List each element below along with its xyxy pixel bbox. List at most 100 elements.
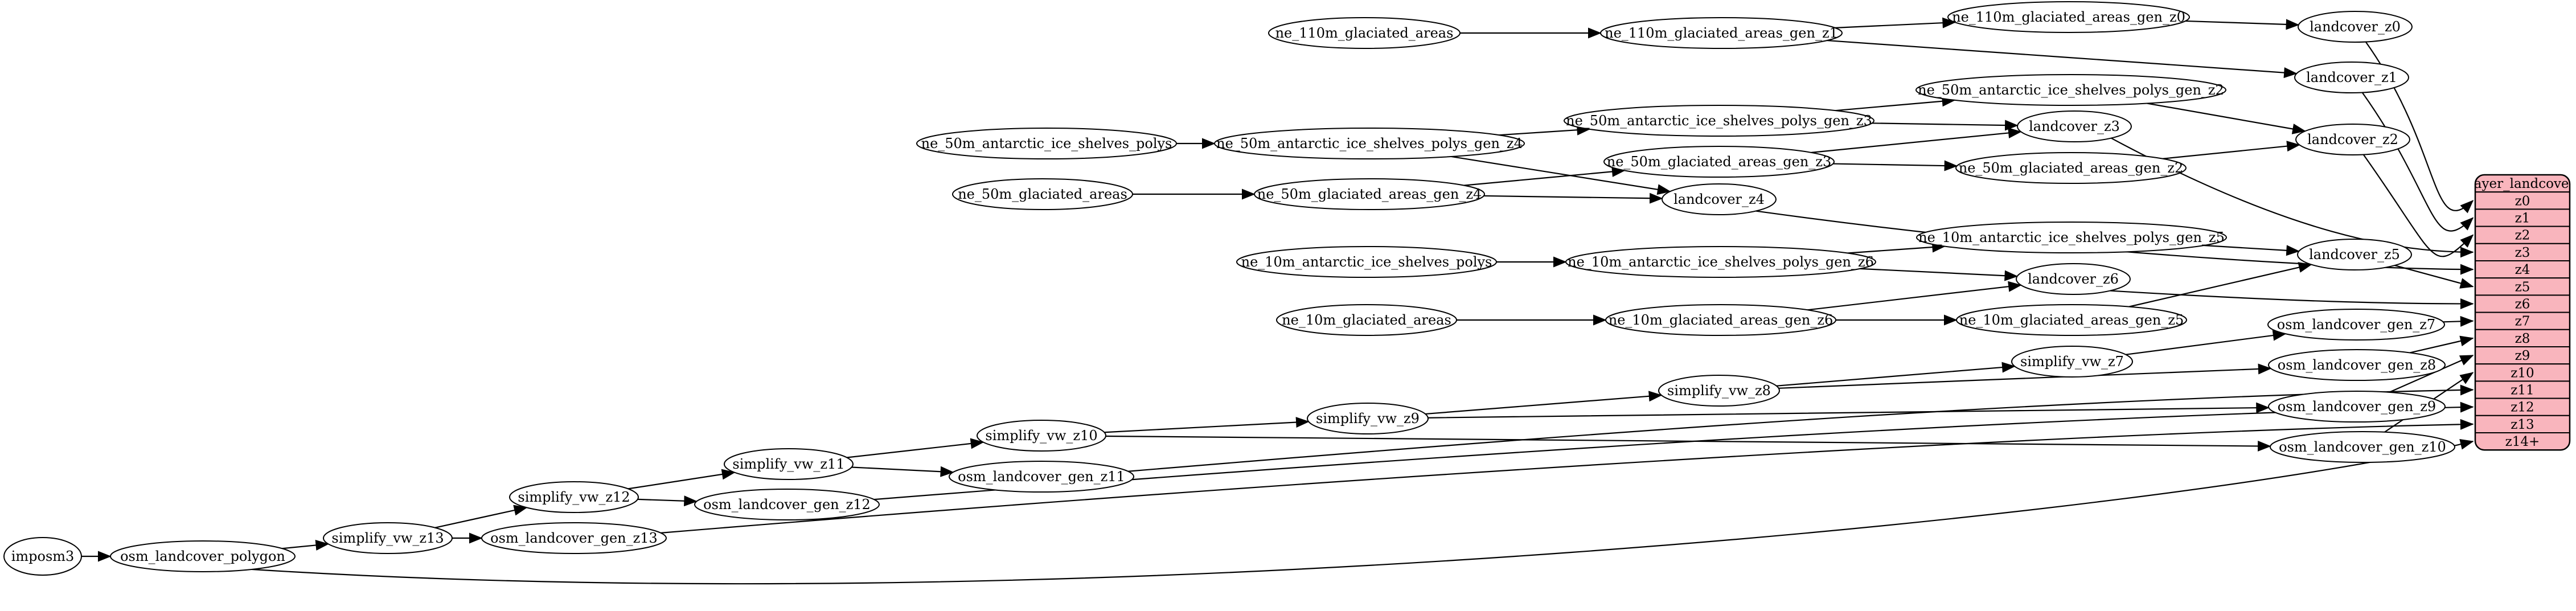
edge-simplify_vw_z9-to-osm_landcover_gen_z9	[1428, 402, 2270, 419]
table-row-label: z12	[2511, 400, 2534, 415]
node-label-ne_10m_antarctic_ice_shelves_polys_gen_z6: ne_10m_antarctic_ice_shelves_polys_gen_z…	[1568, 254, 1874, 270]
node-ellipse-ne_10m_antarctic_ice_shelves_polys_gen_z5	[1916, 222, 2227, 253]
table-cell-bg	[2475, 380, 2570, 399]
table-cell-bg	[2475, 311, 2570, 330]
node-ellipse-simplify_vw_z13	[323, 522, 453, 554]
node-landcover_z4: landcover_z4	[1662, 183, 1777, 215]
edge-ne_110m_glaciated_areas_gen_z1-to-landcover_z1	[1827, 39, 2298, 79]
edge-ne_110m_glaciated_areas_gen_z1-to-ne_110m_glaciated_areas_gen_z0	[1835, 17, 1956, 28]
node-ellipse-landcover_z1	[2294, 61, 2409, 93]
node-ellipse-ne_10m_glaciated_areas	[1276, 304, 1457, 336]
edge-simplify_vw_z7-to-osm_landcover_gen_z7	[2126, 330, 2287, 355]
node-label-ne_50m_antarctic_ice_shelves_polys_gen_z2: ne_50m_antarctic_ice_shelves_polys_gen_z…	[1918, 82, 2224, 98]
edge-ne_50m_glaciated_areas_gen_z4-to-ne_50m_glaciated_areas_gen_z3	[1463, 166, 1626, 186]
edge-ne_50m_glaciated_areas_gen_z4-to-landcover_z4	[1483, 192, 1663, 204]
table-row-z0: z0	[2475, 191, 2570, 210]
edge-landcover_z4-to-layer-z4	[1755, 210, 2474, 275]
node-label-ne_50m_glaciated_areas_gen_z2: ne_50m_glaciated_areas_gen_z2	[1959, 160, 2184, 176]
node-osm_landcover_gen_z13: osm_landcover_gen_z13	[481, 522, 667, 554]
node-ne_50m_antarctic_ice_shelves_polys_gen_z3: ne_50m_antarctic_ice_shelves_polys_gen_z…	[1564, 105, 1874, 137]
table-cell-bg	[2475, 294, 2570, 313]
edge-osm_landcover_gen_z8-to-layer-z8	[2410, 335, 2474, 354]
node-simplify_vw_z8: simplify_vw_z8	[1658, 375, 1780, 407]
node-ellipse-imposm3	[3, 537, 82, 576]
table-row-label: z8	[2515, 331, 2530, 346]
edge-osm_landcover_polygon-to-simplify_vw_z13	[282, 539, 330, 551]
table-row-label: z5	[2515, 280, 2530, 294]
edge-osm_landcover_polygon-to-layer-z14+	[251, 439, 2474, 585]
edge-ne_10m_glaciated_areas_gen_z6-to-landcover_z6	[1807, 281, 2022, 311]
node-ellipse-simplify_vw_z7	[2011, 346, 2133, 378]
node-ellipse-landcover_z4	[1662, 183, 1777, 215]
edge-simplify_vw_z11-to-simplify_vw_z10	[847, 438, 985, 458]
node-ellipse-osm_landcover_gen_z8	[2268, 349, 2446, 381]
node-ellipse-landcover_z3	[2017, 110, 2132, 142]
edge-simplify_vw_z10-to-simplify_vw_z9	[1104, 417, 1310, 433]
table-row-label: z0	[2515, 194, 2530, 208]
edge-simplify_vw_z12-to-simplify_vw_z11	[627, 469, 736, 490]
node-landcover_z0: landcover_z0	[2298, 11, 2413, 43]
node-ellipse-ne_50m_glaciated_areas_gen_z4	[1254, 178, 1485, 210]
node-label-simplify_vw_z13: simplify_vw_z13	[331, 530, 444, 546]
node-ellipse-ne_50m_antarctic_ice_shelves_polys	[916, 128, 1177, 159]
node-label-osm_landcover_gen_z8: osm_landcover_gen_z8	[2278, 357, 2436, 373]
node-ne_10m_antarctic_ice_shelves_polys_gen_z5: ne_10m_antarctic_ice_shelves_polys_gen_z…	[1916, 222, 2227, 253]
node-label-ne_10m_antarctic_ice_shelves_polys_gen_z5: ne_10m_antarctic_ice_shelves_polys_gen_z…	[1918, 229, 2225, 245]
table-row-z6: z6	[2475, 294, 2570, 313]
node-ellipse-landcover_z5	[2297, 239, 2412, 270]
node-landcover_z2: landcover_z2	[2295, 124, 2410, 155]
table-row-label: z14+	[2505, 434, 2540, 449]
node-label-simplify_vw_z7: simplify_vw_z7	[2020, 354, 2124, 370]
table-row-z5: z5	[2475, 277, 2570, 296]
node-label-ne_50m_antarctic_ice_shelves_polys_gen_z3: ne_50m_antarctic_ice_shelves_polys_gen_z…	[1566, 113, 1872, 129]
edge-simplify_vw_z10-to-osm_landcover_gen_z10	[1105, 435, 2271, 452]
table-cell-bg	[2475, 415, 2570, 433]
edge-landcover_z5-to-layer-z5	[2394, 265, 2474, 289]
node-label-osm_landcover_gen_z10: osm_landcover_gen_z10	[2279, 439, 2446, 455]
node-label-simplify_vw_z11: simplify_vw_z11	[732, 456, 844, 472]
node-ellipse-ne_50m_antarctic_ice_shelves_polys_gen_z3	[1564, 105, 1874, 137]
table-cell-bg	[2475, 277, 2570, 296]
edge-ne_50m_glaciated_areas_gen_z2-to-landcover_z2	[2163, 141, 2300, 159]
node-ellipse-ne_110m_glaciated_areas	[1268, 17, 1461, 49]
node-ne_110m_glaciated_areas: ne_110m_glaciated_areas	[1268, 17, 1461, 49]
table-row-label: z1	[2515, 211, 2530, 226]
table-row-z12: z12	[2475, 397, 2570, 416]
edge-landcover_z3-to-layer-z3	[2111, 137, 2474, 258]
table-cell-bg	[2475, 225, 2570, 244]
table-row-z4: z4	[2475, 260, 2570, 279]
node-ellipse-osm_landcover_gen_z7	[2267, 309, 2445, 341]
edge-osm_landcover_gen_z11-to-layer-z11	[1128, 384, 2474, 472]
table-row-z14+: z14+	[2475, 432, 2570, 450]
node-ellipse-landcover_z0	[2298, 11, 2413, 43]
node-label-simplify_vw_z12: simplify_vw_z12	[518, 489, 630, 505]
node-imposm3: imposm3	[3, 537, 82, 576]
node-ne_50m_glaciated_areas_gen_z4: ne_50m_glaciated_areas_gen_z4	[1254, 178, 1485, 210]
node-ellipse-simplify_vw_z9	[1307, 403, 1429, 434]
node-ellipse-ne_10m_glaciated_areas_gen_z6	[1605, 304, 1836, 336]
node-ellipse-ne_10m_glaciated_areas_gen_z5	[1956, 304, 2187, 336]
table-row-label: z2	[2515, 228, 2530, 243]
node-label-ne_10m_glaciated_areas_gen_z6: ne_10m_glaciated_areas_gen_z6	[1609, 312, 1833, 328]
edge-ne_50m_glaciated_areas_gen_z3-to-landcover_z3	[1811, 128, 2022, 153]
node-ellipse-simplify_vw_z11	[724, 448, 854, 480]
edge-ne_50m_antarctic_ice_shelves_polys_gen_z3-to-ne_50m_antarctic_ice_shelves_polys_gen_z2	[1835, 96, 1956, 112]
table-row-z1: z1	[2475, 208, 2570, 227]
edge-ne_10m_antarctic_ice_shelves_polys_gen_z6-to-landcover_z6	[1860, 268, 2019, 281]
node-label-osm_landcover_polygon: osm_landcover_polygon	[120, 548, 285, 564]
node-label-ne_10m_antarctic_ice_shelves_polys: ne_10m_antarctic_ice_shelves_polys	[1241, 254, 1492, 270]
edge-ne_50m_antarctic_ice_shelves_polys_gen_z4-to-landcover_z4	[1451, 155, 1671, 195]
node-label-ne_110m_glaciated_areas_gen_z1: ne_110m_glaciated_areas_gen_z1	[1605, 25, 1838, 41]
edge-simplify_vw_z9-to-simplify_vw_z8	[1425, 391, 1663, 415]
node-ne_10m_antarctic_ice_shelves_polys: ne_10m_antarctic_ice_shelves_polys	[1236, 246, 1497, 278]
node-ellipse-simplify_vw_z12	[509, 481, 639, 513]
edge-osm_landcover_gen_z7-to-layer-z7	[2443, 315, 2474, 327]
node-label-ne_50m_glaciated_areas_gen_z4: ne_50m_glaciated_areas_gen_z4	[1257, 186, 1482, 202]
table-row-z3: z3	[2475, 243, 2570, 261]
node-label-osm_landcover_gen_z13: osm_landcover_gen_z13	[490, 530, 658, 546]
table-row-label: z7	[2515, 314, 2530, 329]
table-row-label: z6	[2515, 297, 2530, 312]
node-simplify_vw_z9: simplify_vw_z9	[1307, 403, 1429, 434]
node-ne_50m_antarctic_ice_shelves_polys: ne_50m_antarctic_ice_shelves_polys	[916, 128, 1177, 159]
node-landcover_z3: landcover_z3	[2017, 110, 2132, 142]
